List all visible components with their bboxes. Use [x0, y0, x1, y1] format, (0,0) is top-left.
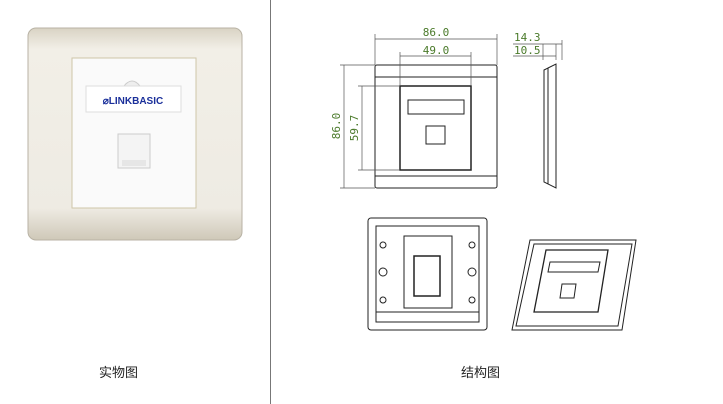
dim-module-width: 49.0 — [423, 44, 450, 57]
section-divider — [270, 0, 271, 404]
socket-photo: ⌀LINKBASIC — [27, 27, 243, 241]
dim-depth-front: 10.5 — [514, 44, 541, 57]
front-view-drawing — [340, 34, 563, 189]
photo-caption: 实物图 — [99, 366, 139, 381]
isometric-view-drawing — [511, 239, 637, 331]
dim-overall-height: 86.0 — [330, 113, 343, 140]
brand-logo: ⌀LINKBASIC — [103, 96, 163, 107]
dim-overall-width: 86.0 — [423, 26, 450, 39]
drawing-caption: 结构图 — [461, 366, 501, 381]
dim-module-height: 59.7 — [348, 115, 361, 142]
rear-view-drawing — [367, 217, 488, 331]
dim-depth-total: 14.3 — [514, 31, 541, 44]
